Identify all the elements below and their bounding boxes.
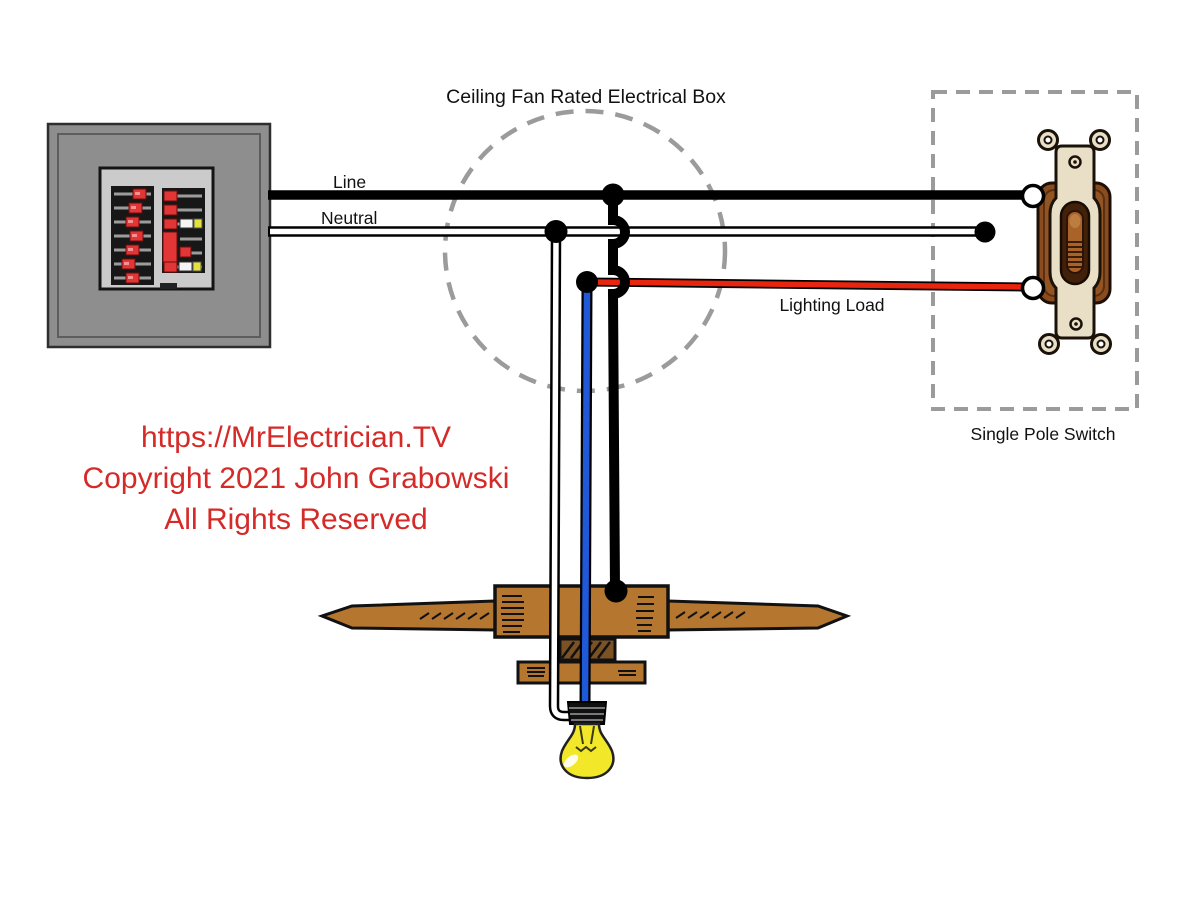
- watermark-rights: All Rights Reserved: [164, 503, 427, 536]
- lighting-load-wire: [586, 277, 1024, 292]
- fan-blade-left: [317, 599, 497, 632]
- fan-connection-dot: [604, 579, 628, 603]
- lighting-load-label: Lighting Load: [779, 295, 884, 315]
- lighting-load-junction-dot: [576, 271, 598, 293]
- watermark: https://MrElectrician.TV Copyright 2021 …: [83, 421, 510, 536]
- switched-blue-wire: [579, 287, 593, 707]
- single-pole-switch-label: Single Pole Switch: [971, 424, 1116, 444]
- line-label: Line: [333, 172, 366, 192]
- switch-box-boundary-icon: [931, 90, 1139, 411]
- bulb-filament: [575, 725, 597, 753]
- neutral-drop-wire: [548, 237, 576, 722]
- bulb-highlight: [563, 754, 579, 768]
- breaker-accessories-right: [178, 218, 203, 272]
- switch-mounting-ears: [1037, 129, 1112, 355]
- line-drop-wire: [607, 195, 630, 589]
- fan-bar-hatch: [527, 667, 636, 677]
- line-junction-dot: [601, 183, 625, 207]
- breaker-toggles-right: [162, 190, 192, 273]
- breaker-panel-icon: [46, 122, 272, 349]
- neutral-end-dot: [974, 221, 996, 243]
- fan-blade-right: [666, 599, 852, 632]
- breaker-toggle-highlights-left: [124, 192, 140, 279]
- fan-body-hatch: [501, 595, 654, 633]
- light-bulb-icon: [559, 701, 615, 780]
- fan-blade-hatch: [419, 611, 746, 620]
- watermark-url: https://MrElectrician.TV: [141, 421, 451, 454]
- single-pole-switch-icon: [1020, 129, 1112, 355]
- watermark-copyright: Copyright 2021 John Grabowski: [83, 462, 510, 495]
- switch-terminal-line: [1020, 183, 1046, 209]
- switch-terminal-load: [1020, 275, 1046, 301]
- bulb-glass: [559, 722, 615, 780]
- neutral-junction-dot: [544, 220, 568, 243]
- neutral-label: Neutral: [321, 208, 377, 228]
- diagram-title: Ceiling Fan Rated Electrical Box: [446, 86, 726, 108]
